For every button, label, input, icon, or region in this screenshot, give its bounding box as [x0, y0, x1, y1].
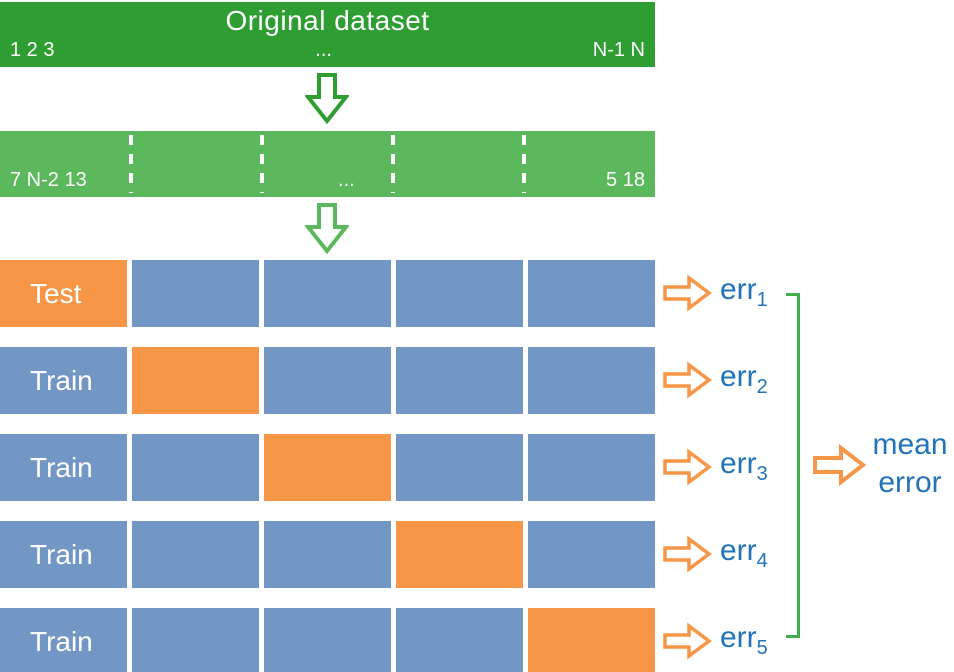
- fold-row-3: Train err3: [0, 434, 954, 501]
- right-arrow-icon: [813, 444, 866, 486]
- shuffled-ellipsis: ...: [338, 169, 355, 191]
- fold-block-train: [132, 608, 259, 672]
- original-dataset-title: Original dataset: [225, 5, 430, 36]
- fold-block-test: [396, 521, 523, 588]
- bracket: [786, 635, 800, 638]
- fold-block-train: [264, 521, 391, 588]
- shuffled-right-indices: 5 18: [606, 169, 645, 191]
- error-label-4: err4: [720, 534, 768, 572]
- fold-block-train: [396, 260, 523, 327]
- fold-divider-line: [391, 135, 395, 193]
- right-arrow-icon: [663, 448, 712, 486]
- fold-block-train: [132, 260, 259, 327]
- fold-block-train: [396, 608, 523, 672]
- fold-block-train: [264, 347, 391, 414]
- fold-row-label: Train: [30, 365, 93, 396]
- down-arrow-icon: [305, 203, 349, 254]
- mean-error-line2: error: [878, 466, 942, 499]
- error-label-3: err3: [720, 447, 768, 485]
- fold-block-train: [396, 347, 523, 414]
- fold-block-test: [132, 347, 259, 414]
- fold-row-1: Test err1: [0, 260, 954, 327]
- bracket: [797, 293, 800, 638]
- down-arrow-icon: [305, 73, 349, 124]
- fold-block-train: [264, 608, 391, 672]
- fold-block-train: [132, 434, 259, 501]
- fold-block-train: [528, 260, 655, 327]
- fold-block-train: Train: [0, 608, 127, 672]
- fold-block-test: [264, 434, 391, 501]
- original-dataset-indices: 1 2 3 ... N-1 N: [0, 39, 655, 62]
- original-left-indices: 1 2 3: [10, 39, 55, 61]
- fold-block-train: Train: [0, 434, 127, 501]
- error-label-5: err5: [720, 621, 768, 659]
- fold-block-train: [264, 260, 391, 327]
- fold-row-4: Train err4: [0, 521, 954, 588]
- original-ellipsis: ...: [315, 39, 332, 61]
- fold-block-train: [396, 434, 523, 501]
- fold-block-test: Test: [0, 260, 127, 327]
- fold-block-test: [528, 608, 655, 672]
- fold-block-train: Train: [0, 347, 127, 414]
- error-label-1: err1: [720, 273, 768, 311]
- original-right-indices: N-1 N: [592, 39, 645, 61]
- right-arrow-icon: [663, 274, 712, 312]
- fold-block-train: [528, 521, 655, 588]
- shuffled-dataset-indices: 7 N-2 13 ... 5 18: [0, 169, 655, 192]
- error-label-2: err2: [720, 360, 768, 398]
- fold-block-train: [132, 521, 259, 588]
- bracket: [786, 293, 800, 296]
- right-arrow-icon: [663, 535, 712, 573]
- shuffled-dataset-bar: 7 N-2 13 ... 5 18: [0, 131, 655, 197]
- fold-row-label: Test: [30, 278, 82, 309]
- fold-row-5: Train err5: [0, 608, 954, 672]
- shuffled-left-indices: 7 N-2 13: [10, 169, 87, 191]
- fold-block-train: [528, 434, 655, 501]
- fold-row-label: Train: [30, 626, 93, 657]
- mean-error-label: mean error: [864, 426, 954, 502]
- mean-error-line1: mean: [872, 428, 948, 461]
- fold-row-2: Train err2: [0, 347, 954, 414]
- original-dataset-bar: Original dataset 1 2 3 ... N-1 N: [0, 2, 655, 67]
- fold-row-label: Train: [30, 539, 93, 570]
- right-arrow-icon: [663, 622, 712, 660]
- fold-divider-line: [522, 135, 526, 193]
- fold-block-train: [528, 347, 655, 414]
- fold-divider-line: [129, 135, 133, 193]
- fold-block-train: Train: [0, 521, 127, 588]
- fold-divider-line: [260, 135, 264, 193]
- right-arrow-icon: [663, 361, 712, 399]
- fold-row-label: Train: [30, 452, 93, 483]
